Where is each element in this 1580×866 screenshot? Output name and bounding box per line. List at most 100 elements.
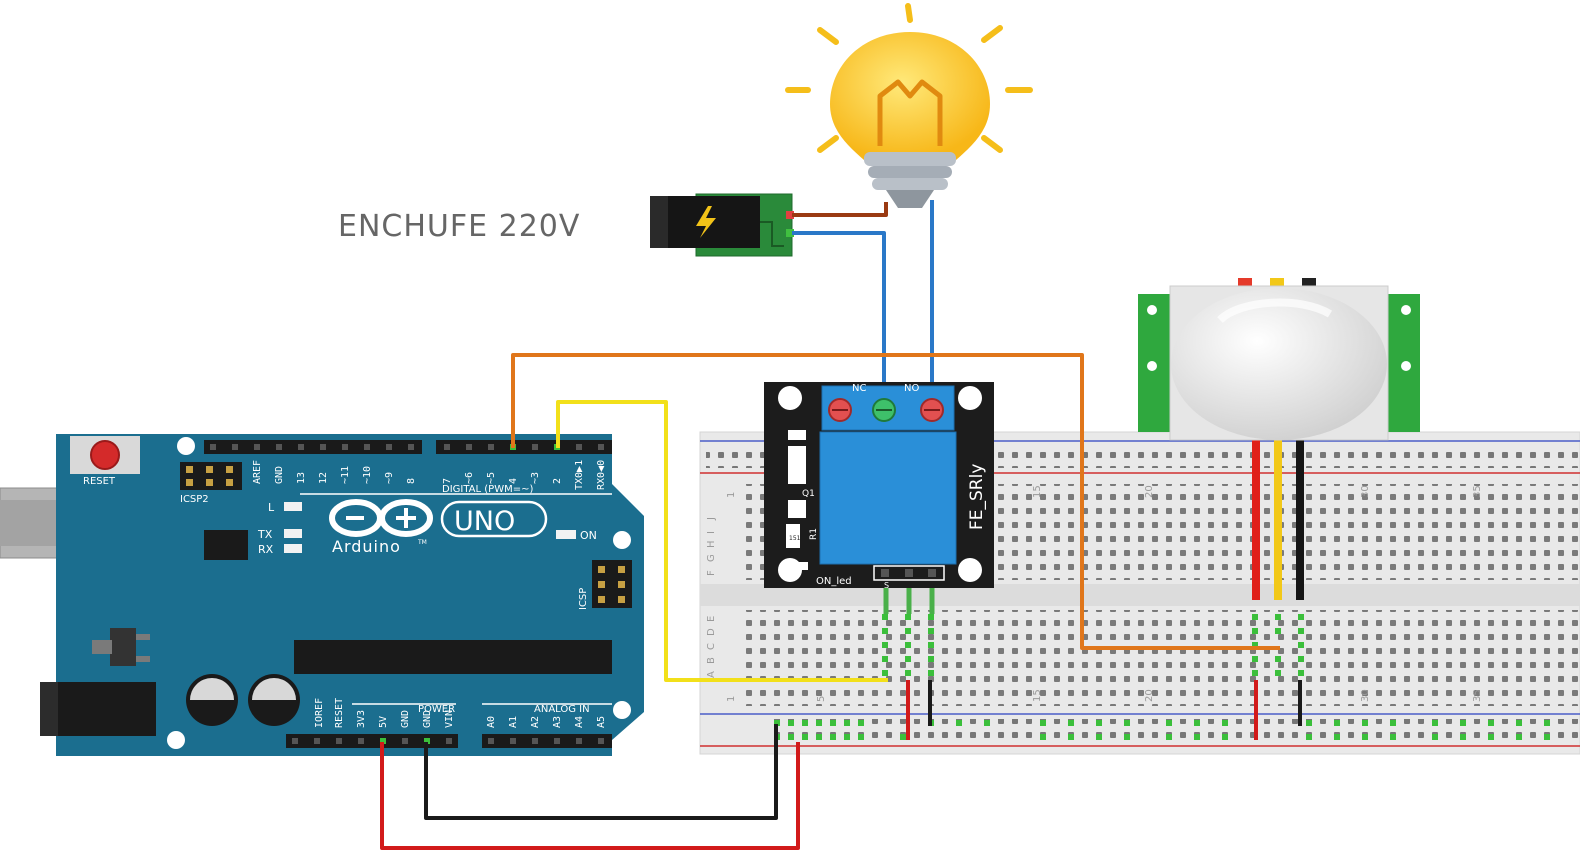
uno-label: UNO (454, 506, 515, 537)
icsp-label: ICSP (578, 588, 589, 610)
relay-part-label: FE_SRly (967, 464, 987, 530)
pin-aref: AREF (252, 460, 263, 484)
pin-7: 7 (442, 478, 453, 484)
pin-5: ~5 (486, 472, 497, 484)
bulb-rays (785, 3, 1033, 153)
relay-diode (788, 430, 806, 484)
relay-label-nc: NC (852, 383, 866, 394)
led-tx (284, 529, 302, 538)
wire-black-gnd (424, 724, 778, 820)
icsp2-label: ICSP2 (180, 494, 209, 505)
pir-sensor (1138, 278, 1420, 441)
atmega-chip (294, 640, 612, 674)
row-letter-d: D (706, 628, 717, 636)
lightning-icon (696, 206, 716, 238)
relay-label-r1: R1 (809, 528, 819, 540)
pin-2: 2 (552, 478, 563, 484)
relay-pin-header (873, 565, 945, 581)
arduino-logo (329, 499, 433, 537)
led-tx-label: TX (257, 528, 273, 541)
digital-header-left (204, 440, 422, 454)
row-letter-f: F (706, 570, 717, 576)
pin-8: 8 (406, 478, 417, 484)
relay-body (819, 431, 957, 565)
row-letter-i: I (706, 531, 717, 534)
row-letter-b: B (706, 657, 717, 664)
col-num-20-top: 20 (1144, 485, 1155, 498)
bulb-filament (877, 79, 943, 146)
digital-header-right (436, 440, 612, 454)
col-num-20-bottom: 20 (1144, 689, 1155, 702)
power-jack-pin-live (786, 211, 794, 219)
row-letter-c: C (706, 643, 717, 650)
pin-gnd-top: GND (274, 466, 285, 484)
uno-badge (440, 500, 548, 538)
col-num-15-top: 15 (1032, 485, 1043, 498)
pin-3: ~3 (530, 472, 541, 484)
wire-brown-live (792, 202, 888, 217)
led-on (556, 530, 576, 539)
analog-label: ANALOG IN (534, 704, 590, 715)
reset-button-cap (90, 440, 120, 470)
row-letter-a: A (706, 671, 717, 678)
relay-module: NC NO Q1 151 R1 ON_led FE_SRly S (764, 382, 994, 590)
pir-dome (1171, 288, 1387, 440)
led-l (284, 502, 302, 511)
dc-barrel-jack (40, 682, 156, 736)
row-letter-j: J (706, 517, 717, 521)
led-rx (284, 544, 302, 553)
digital-label: DIGITAL (PWM=~) (442, 484, 533, 495)
power-label: POWER (418, 704, 455, 715)
relay-label-s: S (884, 581, 889, 590)
pin-ioref: IOREF (314, 698, 325, 728)
pin-5v: 5V (378, 716, 389, 728)
power-jack (650, 193, 794, 257)
pin-reset: RESET (334, 698, 345, 728)
pin-a5: A5 (596, 716, 607, 728)
led-rx-label: RX (258, 543, 274, 556)
wire-yellow-signal (556, 400, 888, 682)
col-num-15-bottom: 15 (1032, 689, 1043, 702)
row-letter-g: G (706, 554, 717, 562)
brand-label: Arduino (332, 537, 401, 556)
led-on-label: ON (580, 529, 597, 542)
bulb-base-ring-3 (872, 178, 948, 190)
pin-gnd-2: GND (422, 710, 433, 728)
row-letter-e: E (706, 616, 717, 622)
wire-red-5v (380, 742, 800, 850)
pin-tx0: TX0▶1 (574, 460, 585, 490)
bulb-base-ring-2 (868, 166, 952, 178)
wire-blue-jack-relay (792, 231, 886, 412)
relay-label-on-led: ON_led (816, 576, 852, 587)
pin-gnd-1: GND (400, 710, 411, 728)
arduino-uno: RESET ICSP2 AREF GND 13 12 ~11 ~10 ~9 (0, 434, 644, 756)
lower-terminal-holes (740, 610, 1580, 706)
bulb-base-ring-1 (864, 152, 956, 166)
relay-label-q1: Q1 (802, 489, 815, 499)
voltage-regulator (110, 628, 136, 666)
col-num-1-bottom: 1 (726, 696, 737, 702)
pin-11: ~11 (340, 466, 351, 484)
on-led (792, 562, 808, 570)
pin-3v3: 3V3 (356, 710, 367, 728)
relay-resistor-code: 151 (789, 535, 801, 542)
power-jack-pin-neutral (786, 229, 794, 237)
power-header (286, 734, 458, 748)
light-bulb (785, 3, 1033, 208)
pin-6: ~6 (464, 472, 475, 484)
pin-a0: A0 (486, 716, 497, 728)
pin-4: 4 (508, 478, 519, 484)
pin-rx0: RX0◀0 (596, 460, 607, 490)
wire-orange-signal (511, 353, 1280, 650)
power-plug-caption: ENCHUFE 220V (338, 209, 580, 244)
reset-label: RESET (83, 476, 116, 487)
col-num-30-bottom: 30 (1360, 689, 1371, 702)
pin-12: 12 (318, 472, 329, 484)
brand-tm: TM (417, 539, 427, 546)
bulb-base-tip (886, 190, 934, 208)
pin-9: ~9 (384, 472, 395, 484)
relay-transistor (788, 500, 806, 518)
relay-resistor (786, 524, 800, 548)
pin-10: ~10 (362, 466, 373, 484)
